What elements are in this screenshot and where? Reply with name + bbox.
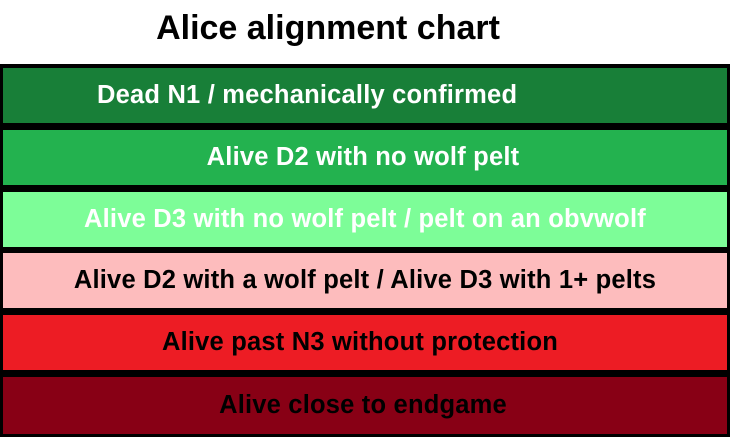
alignment-row-label: Alive D2 with a wolf pelt / Alive D3 wit… [73, 266, 657, 294]
alignment-row-4: Alive D2 with a wolf pelt / Alive D3 wit… [3, 253, 727, 308]
alignment-row-2: Alive D2 with no wolf pelt [3, 130, 727, 185]
alignment-row-label: Dead N1 / mechanically confirmed [97, 81, 518, 109]
alignment-row-label: Alive D2 with no wolf pelt [206, 143, 520, 171]
alignment-row-1: Dead N1 / mechanically confirmed [3, 68, 727, 123]
chart-title: Alice alignment chart [156, 9, 500, 47]
alignment-row-6: Alive close to endgame [3, 377, 727, 434]
alignment-chart: Dead N1 / mechanically confirmed Alive D… [0, 64, 730, 437]
alignment-row-label: Alive D3 with no wolf pelt / pelt on an … [84, 205, 646, 233]
alignment-row-label: Alive past N3 without protection [161, 328, 558, 356]
alignment-row-3: Alive D3 with no wolf pelt / pelt on an … [3, 192, 727, 247]
alignment-row-5: Alive past N3 without protection [3, 315, 727, 370]
alignment-row-label: Alive close to endgame [219, 391, 507, 419]
